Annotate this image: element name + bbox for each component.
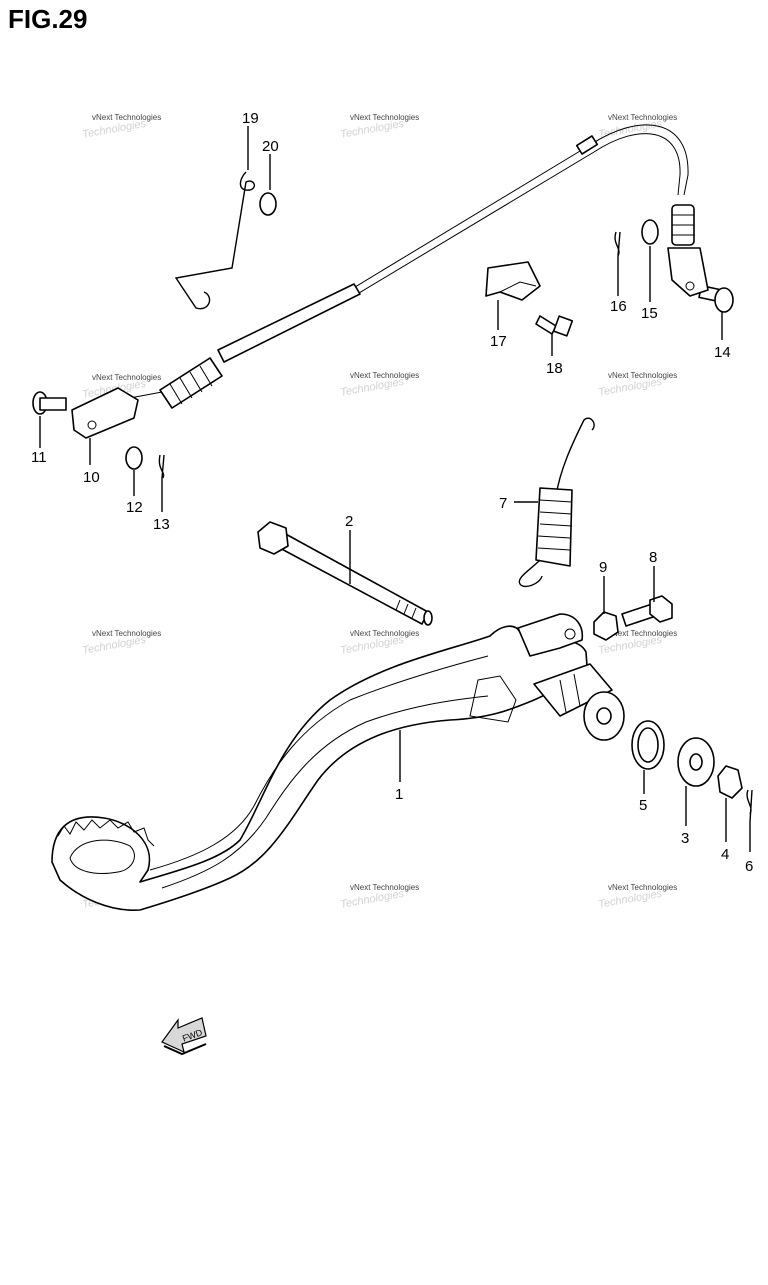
- leader-lines: [39, 126, 751, 852]
- callout-13: 13: [153, 516, 170, 533]
- callout-2: 2: [345, 513, 353, 530]
- part-19-rod: [174, 171, 256, 310]
- watermark: Technologies vNext Technologies: [81, 629, 161, 657]
- watermark-text: vNext Technologies: [92, 113, 161, 122]
- watermark: Technologies vNext Technologies: [597, 113, 677, 141]
- watermark-text: vNext Technologies: [608, 629, 677, 638]
- part-8-bolt: [621, 595, 673, 627]
- callout-19: 19: [242, 110, 259, 127]
- part-7-spring: [518, 417, 595, 588]
- callout-20: 20: [262, 138, 279, 155]
- watermark-text: vNext Technologies: [608, 883, 677, 892]
- watermark-text: vNext Technologies: [350, 629, 419, 638]
- watermark: Technologies vNext Technologies: [597, 371, 677, 399]
- callout-18: 18: [546, 360, 563, 377]
- callout-10: 10: [83, 469, 100, 486]
- watermark-text: vNext Technologies: [92, 373, 161, 382]
- watermark-text: vNext Technologies: [608, 113, 677, 122]
- part-12-washer: [125, 446, 143, 470]
- callout-12: 12: [126, 499, 143, 516]
- part-5-seal: [631, 720, 665, 770]
- callout-5: 5: [639, 797, 647, 814]
- watermark-text: vNext Technologies: [92, 629, 161, 638]
- watermark-text: vNext Technologies: [350, 371, 419, 380]
- part-15-washer: [641, 219, 659, 245]
- watermark: Technologies vNext Technologies: [339, 113, 419, 141]
- part-18-bolt: [535, 315, 574, 337]
- part-13-cotter-pin: [158, 454, 165, 479]
- callout-14: 14: [714, 344, 731, 361]
- watermark: Technologies vNext Technologies: [339, 629, 419, 657]
- callout-9: 9: [599, 559, 607, 576]
- part-4-nut: [717, 765, 743, 799]
- callout-17: 17: [490, 333, 507, 350]
- part-2-pivot-bolt: [257, 521, 433, 626]
- callout-11: 11: [31, 449, 47, 466]
- watermark: Technologies vNext Technologies: [81, 113, 161, 141]
- callout-16: 16: [610, 298, 627, 315]
- parts: [32, 124, 753, 911]
- watermark: Technologies vNext Technologies: [339, 883, 419, 911]
- callout-8: 8: [649, 549, 657, 566]
- part-6-cotter-pin: [746, 789, 753, 823]
- part-20-washer: [259, 192, 277, 216]
- callout-6: 6: [745, 858, 753, 875]
- watermark: Technologies vNext Technologies: [339, 371, 419, 399]
- part-11-pin: [32, 391, 67, 415]
- part-16-cotter-pin: [614, 231, 621, 257]
- callout-15: 15: [641, 305, 658, 322]
- watermark: Technologies vNext Technologies: [597, 883, 677, 911]
- fwd-arrow: FWD: [161, 1017, 207, 1056]
- watermarks: Technologies vNext Technologies Technolo…: [81, 113, 677, 911]
- brake-cable: [129, 124, 695, 409]
- figure-title: FIG.29: [8, 4, 88, 34]
- part-1-brake-pedal: [51, 613, 625, 911]
- part-17-clamp: [485, 261, 541, 301]
- callout-1: 1: [395, 786, 403, 803]
- watermark-text: vNext Technologies: [608, 371, 677, 380]
- watermark-text: vNext Technologies: [350, 113, 419, 122]
- part-3-washer: [677, 737, 715, 787]
- callouts: 19 20 11 10 12 13 17 18 16 15 14 2 7 9 8…: [31, 110, 753, 875]
- watermark-text: vNext Technologies: [350, 883, 419, 892]
- upper-clevis: [667, 247, 709, 297]
- callout-3: 3: [681, 830, 689, 847]
- callout-7: 7: [499, 495, 507, 512]
- callout-4: 4: [721, 846, 729, 863]
